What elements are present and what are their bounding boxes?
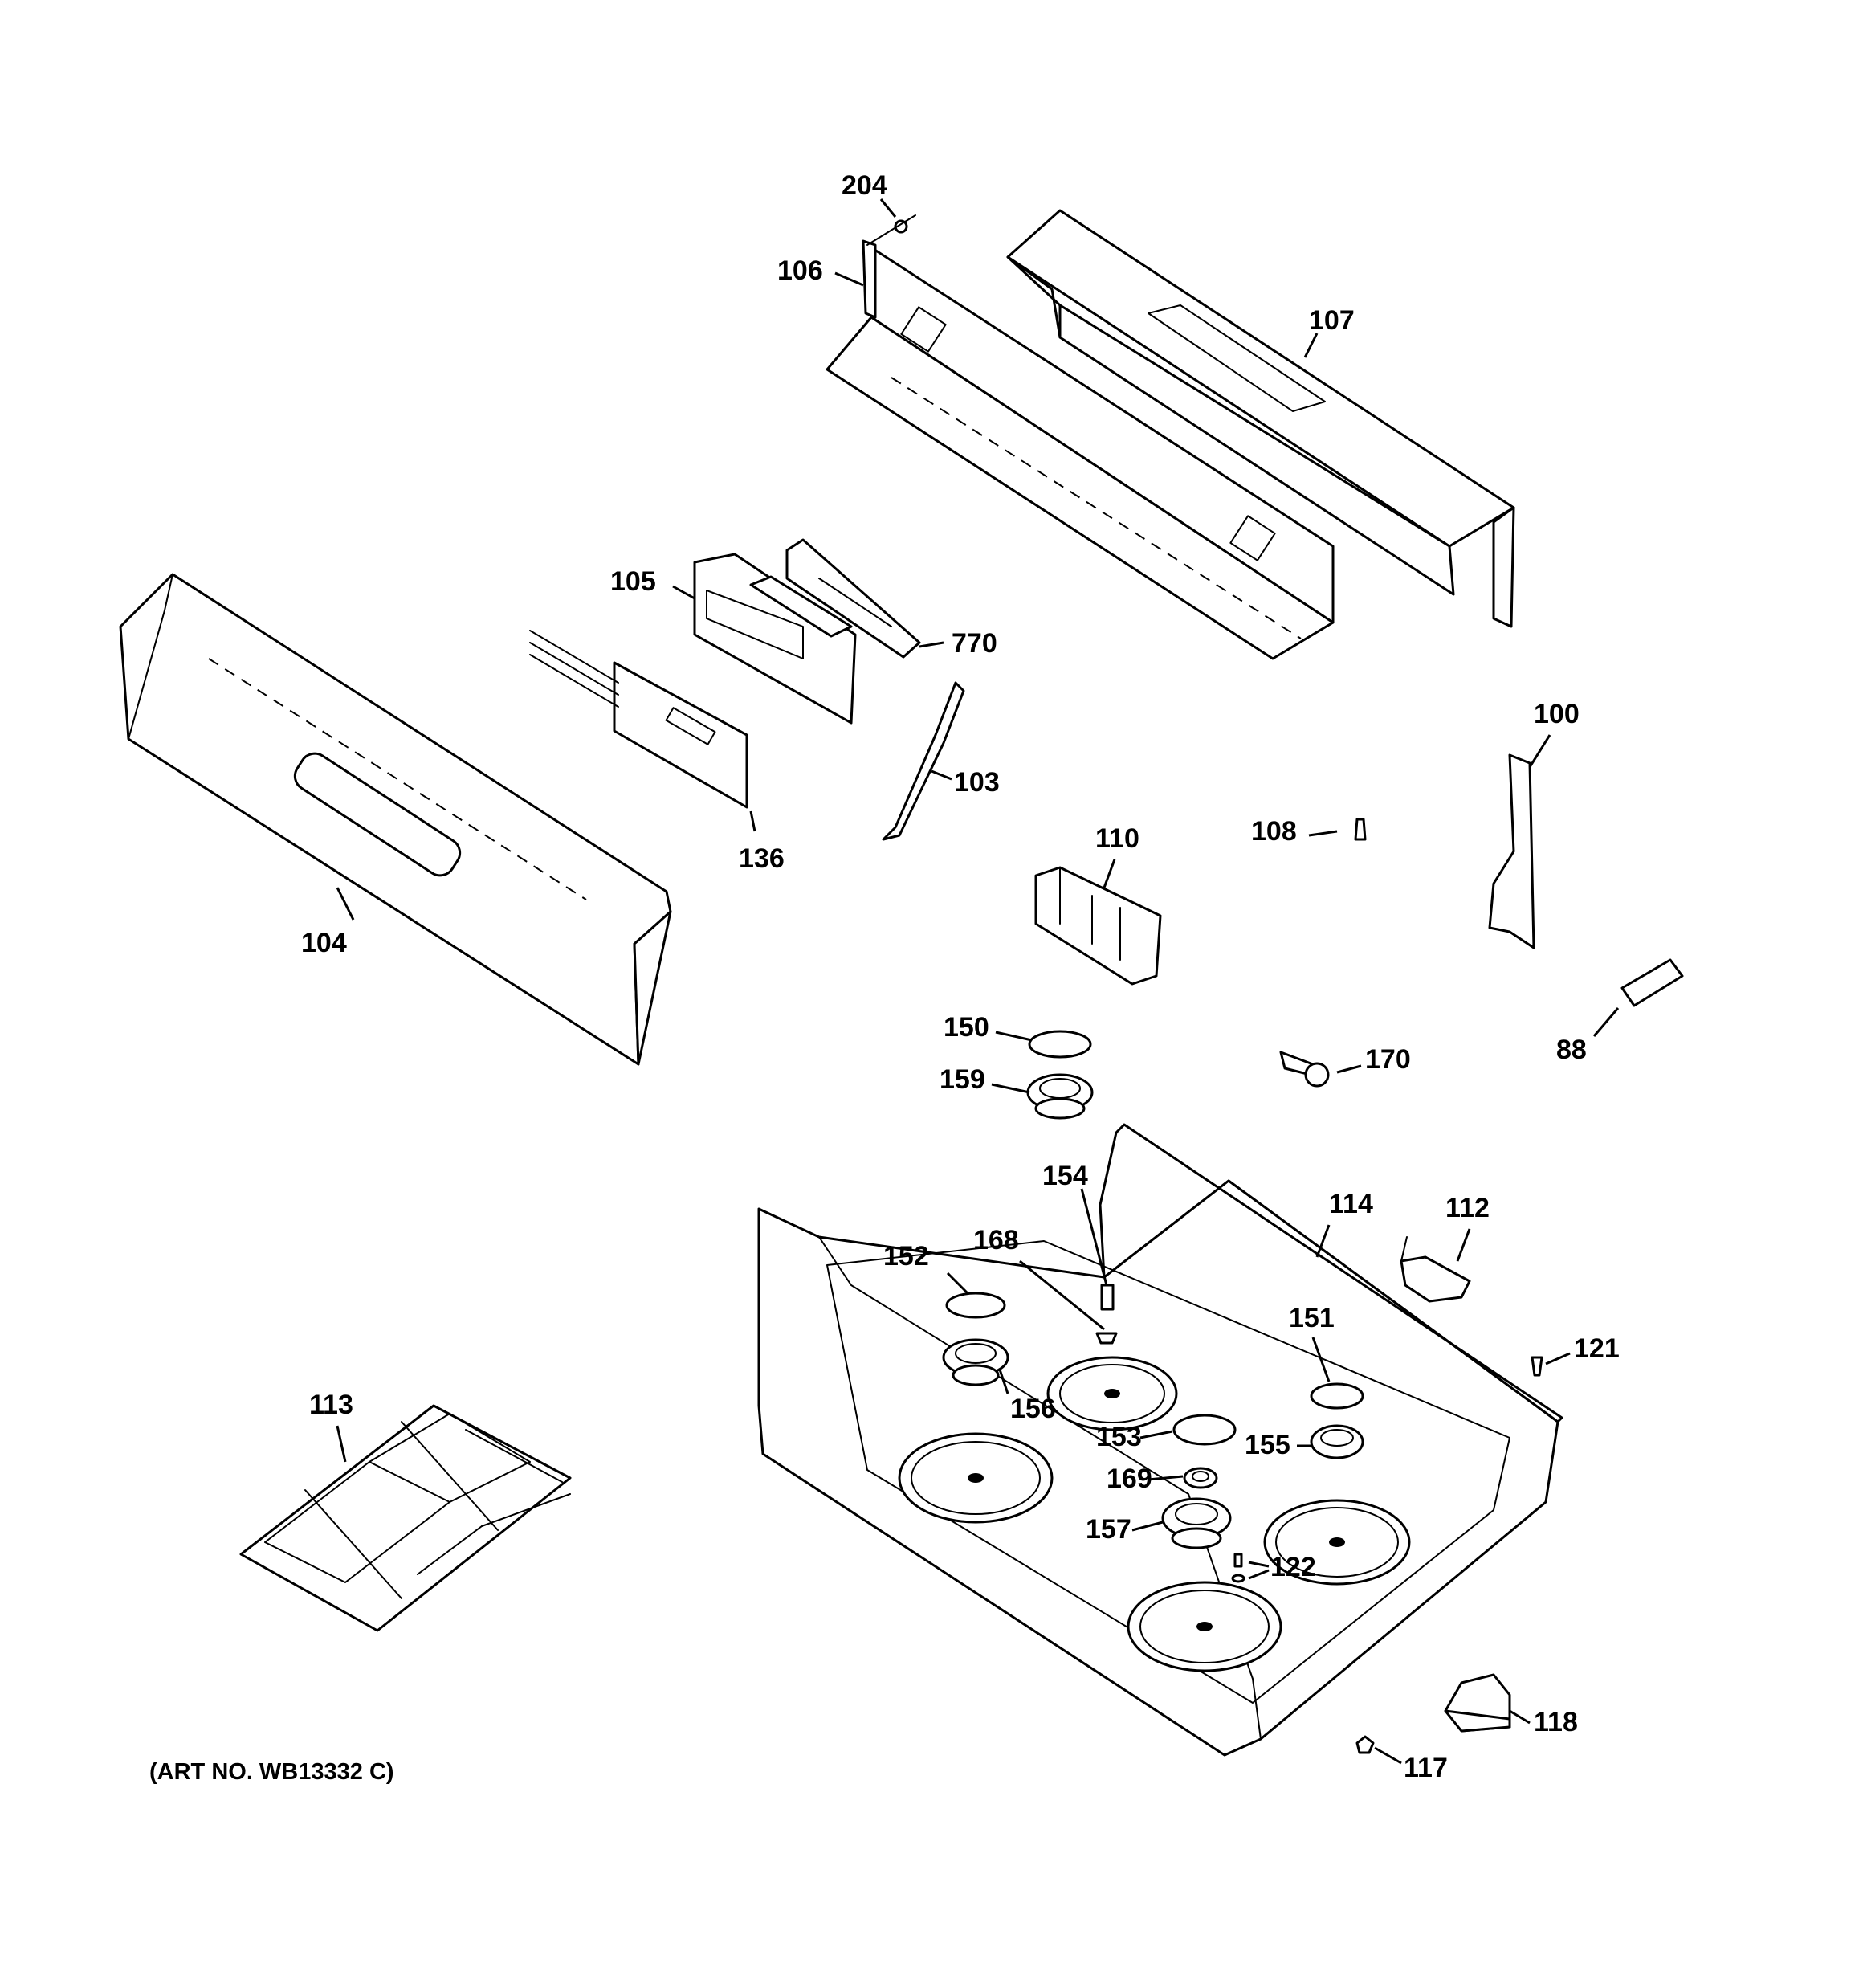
label-152: 152 (883, 1241, 929, 1272)
part-103-support (882, 681, 965, 841)
label-169: 169 (1107, 1463, 1152, 1494)
label-106: 106 (777, 255, 823, 286)
part-168-orifice (1095, 1284, 1118, 1345)
label-154: 154 (1042, 1161, 1088, 1191)
part-104-backsplash (119, 573, 672, 1066)
label-112: 112 (1445, 1193, 1490, 1223)
label-136: 136 (739, 843, 785, 874)
part-136-overlay (529, 630, 748, 809)
label-170: 170 (1365, 1044, 1411, 1075)
part-159-burner-head (1026, 1073, 1094, 1120)
part-153-burner-cap (1172, 1414, 1237, 1446)
part-88-clip (1620, 958, 1684, 1007)
part-107-rear-cover (1006, 209, 1515, 628)
label-118: 118 (1534, 1707, 1578, 1737)
part-112-igniter (1400, 1236, 1471, 1303)
label-157: 157 (1086, 1514, 1131, 1545)
label-107: 107 (1309, 305, 1355, 336)
label-108: 108 (1251, 816, 1297, 847)
part-113-grate (239, 1404, 572, 1632)
label-159: 159 (940, 1064, 985, 1095)
label-105: 105 (610, 566, 656, 597)
label-103: 103 (954, 767, 1000, 798)
part-770-bracket (785, 538, 921, 659)
part-151-burner-cap (1310, 1382, 1364, 1410)
callout-labels: 204 106 107 105 770 103 104 136 100 108 … (301, 170, 1620, 1783)
part-105-control-board (693, 553, 857, 725)
part-155-burner-head (1310, 1424, 1364, 1459)
label-204: 204 (842, 170, 887, 201)
part-169-ring (1183, 1467, 1218, 1489)
label-113: 113 (309, 1390, 353, 1420)
label-770: 770 (952, 628, 997, 659)
part-110-terminal-block (1034, 866, 1162, 986)
label-110: 110 (1095, 823, 1139, 854)
part-108-screw (1354, 818, 1367, 841)
part-114-cooktop (757, 1123, 1563, 1757)
label-121: 121 (1574, 1333, 1620, 1364)
label-153: 153 (1096, 1422, 1142, 1452)
part-122-screw (1231, 1553, 1245, 1583)
part-156-burner-head (942, 1338, 1009, 1386)
leader-lines (336, 198, 1620, 1765)
part-121-screw (1531, 1356, 1543, 1377)
label-100: 100 (1534, 699, 1580, 729)
part-100-side-trim (1488, 753, 1535, 949)
part-157-burner-head (1161, 1497, 1232, 1549)
label-156: 156 (1010, 1394, 1056, 1424)
label-151: 151 (1289, 1303, 1335, 1333)
label-114: 114 (1329, 1189, 1373, 1219)
label-168: 168 (973, 1225, 1019, 1255)
part-170-screw (1279, 1051, 1330, 1088)
label-150: 150 (944, 1012, 989, 1043)
part-150-burner-cap (1028, 1030, 1092, 1059)
label-155: 155 (1245, 1430, 1290, 1460)
part-118-knob (1444, 1673, 1511, 1733)
label-117: 117 (1404, 1753, 1448, 1783)
label-88: 88 (1556, 1035, 1587, 1065)
part-152-burner-cap (945, 1292, 1006, 1319)
label-122: 122 (1270, 1552, 1316, 1582)
part-106-rear-panel (826, 239, 1335, 660)
art-number: (ART NO. WB13332 C) (149, 1759, 394, 1785)
label-104: 104 (301, 928, 347, 958)
part-204-screw (866, 214, 916, 246)
part-117-nut (1355, 1735, 1375, 1754)
